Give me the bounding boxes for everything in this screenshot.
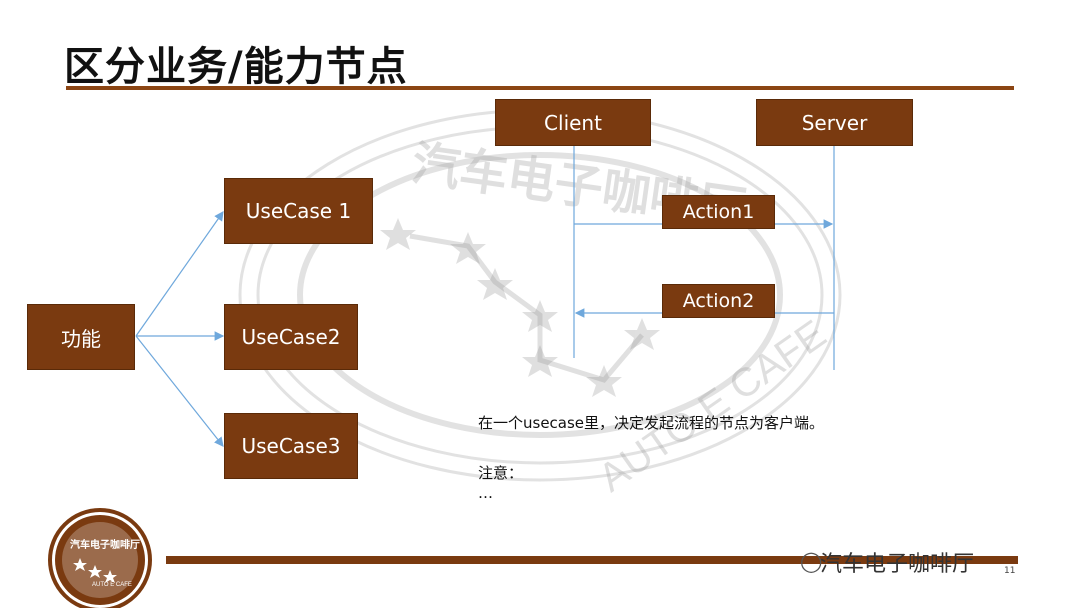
footer-bar (166, 556, 1018, 564)
usecase-box-1: UseCase 1 (224, 178, 373, 244)
watermark-star (477, 268, 513, 300)
page-title: 区分业务/能力节点 (64, 44, 408, 90)
watermark-star (522, 300, 558, 332)
watermark-star (450, 232, 486, 264)
note-line-2: 注意： (478, 464, 524, 482)
logo-star (103, 570, 117, 583)
logo-text-bottom: AUTO E CAFE (92, 582, 132, 588)
logo-star (73, 558, 87, 571)
wechat-icon: ◯ (800, 549, 823, 573)
note-line-1: 在一个usecase里，决定发起流程的节点为客户端。 (478, 414, 825, 432)
usecase-box-2: UseCase2 (224, 304, 358, 370)
client-box: Client (495, 99, 651, 146)
server-box: Server (756, 99, 913, 146)
note-line-3: … (478, 484, 493, 502)
action2-box: Action2 (662, 284, 775, 318)
action1-box: Action1 (662, 195, 775, 229)
logo-text-top: 汽车电子咖啡厅 (70, 538, 140, 551)
root-box-function: 功能 (27, 304, 135, 370)
watermark-star (624, 318, 660, 350)
logo-star (88, 565, 102, 578)
watermark-star (586, 365, 622, 397)
usecase-box-3: UseCase3 (224, 413, 358, 479)
arrow-root-usecase3 (135, 335, 224, 447)
page-number: 11 (1004, 566, 1016, 576)
watermark-star (380, 218, 416, 250)
footer-brand: 汽车电子咖啡厅 (820, 552, 975, 577)
title-underline (66, 86, 1014, 90)
arrow-root-usecase1 (135, 211, 224, 337)
watermark-star (522, 345, 558, 377)
